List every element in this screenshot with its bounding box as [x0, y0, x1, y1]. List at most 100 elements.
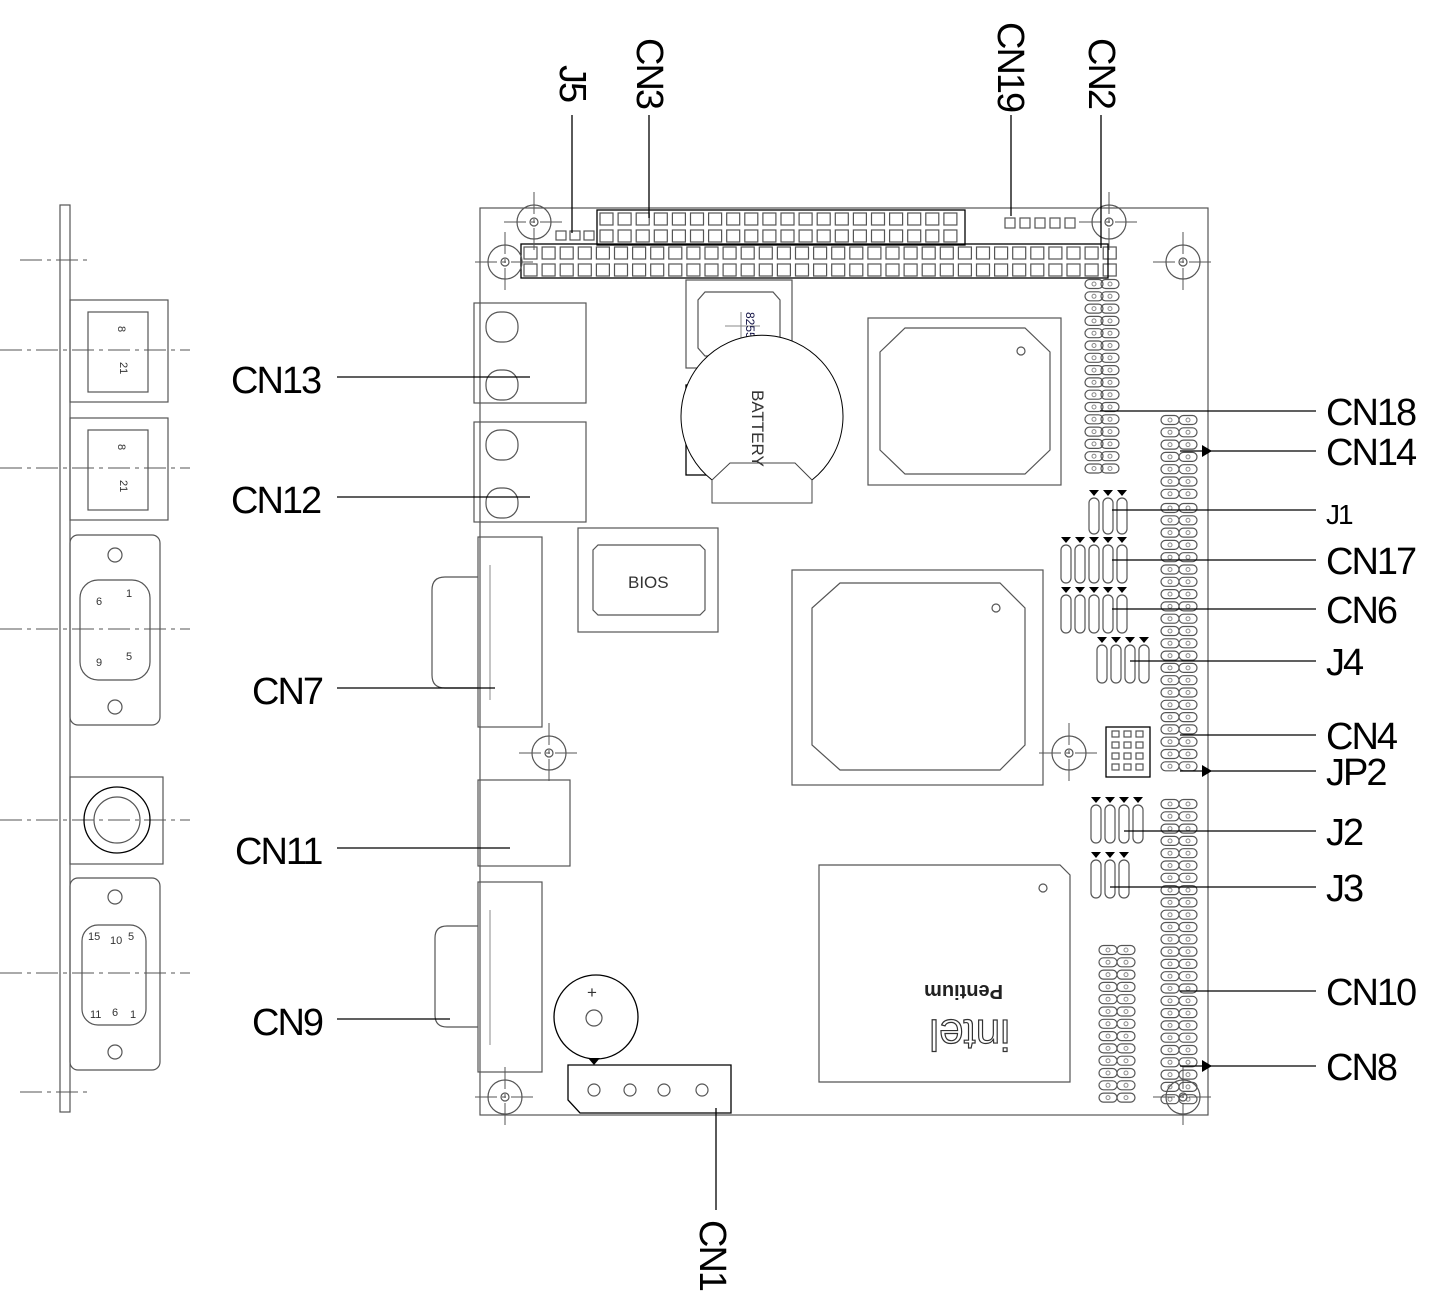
label-cn10: CN10: [1326, 972, 1416, 1014]
battery-label: BATTERY: [748, 390, 767, 467]
jumper-cn6: [1060, 587, 1128, 634]
header-pin: [849, 263, 864, 277]
label-cn13: CN13: [231, 360, 321, 402]
rj45-pin-8-mark: 8: [115, 326, 127, 332]
header-pin: [903, 263, 918, 277]
label-cn17: CN17: [1326, 541, 1416, 583]
header-pin: [707, 229, 723, 243]
ps2-connector-board: [477, 779, 571, 867]
rj45-port-1: 8 21: [69, 299, 169, 403]
header-pin: [939, 263, 954, 277]
header-pin: [870, 212, 886, 226]
header-pin: [722, 246, 737, 260]
cpu-chip: intel Pentium: [818, 864, 1071, 1083]
label-cn2: CN2: [1080, 38, 1122, 109]
header-pin: [653, 212, 668, 226]
header-pin: [653, 229, 668, 243]
rj45-pin-8-mark: 8: [115, 444, 127, 450]
db9-pin-9-mark: 9: [96, 657, 102, 669]
header-pin: [744, 229, 759, 243]
header-pin: [613, 263, 629, 277]
header-pin: [834, 212, 849, 226]
vga-pin-1-mark: 1: [130, 1009, 136, 1021]
label-cn4: CN4: [1326, 716, 1398, 758]
label-cn1: CN1: [691, 1220, 733, 1291]
jumper-j3: [1090, 852, 1130, 899]
header-pin: [1012, 246, 1027, 260]
northbridge-chip: [867, 317, 1062, 486]
header-pin: [559, 246, 574, 260]
label-j1: J1: [1326, 499, 1353, 530]
header-cn17-cn4: [1160, 502, 1198, 772]
board-outline: [479, 207, 1209, 1116]
header-pin: [870, 229, 886, 243]
label-cn12: CN12: [231, 480, 321, 522]
header-pin: [816, 212, 831, 226]
header-pin: [957, 263, 973, 277]
header-pin: [852, 212, 868, 226]
header-pin: [1012, 263, 1027, 277]
header-pin: [577, 246, 592, 260]
vga-pin-10-mark: 10: [110, 935, 122, 947]
header-pin: [704, 246, 719, 260]
header-pin: [798, 229, 813, 243]
header-pin: [776, 246, 792, 260]
header-pin: [541, 246, 556, 260]
header-pin: [704, 263, 719, 277]
label-j5: J5: [551, 65, 593, 102]
header-pin: [943, 229, 958, 243]
rj45-port-2: 8 21: [69, 417, 169, 521]
callouts-top: J5 CN3 CN19 CN2: [551, 22, 1122, 248]
header-pin: [1084, 263, 1099, 277]
header-pin: [1066, 263, 1081, 277]
header-pin: [722, 263, 737, 277]
header-pin: [595, 263, 611, 277]
header-pin: [907, 212, 922, 226]
header-pin: [1030, 246, 1045, 260]
label-cn6: CN6: [1326, 590, 1397, 632]
header-pin: [650, 246, 665, 260]
vga-pin-15-mark: 15: [88, 931, 100, 943]
header-pin: [740, 263, 755, 277]
header-pin: [689, 229, 705, 243]
southbridge-chip: [791, 569, 1044, 786]
cpu-brand: intel: [929, 1010, 1010, 1059]
jumper-j4: [1096, 637, 1150, 684]
header-pin: [740, 246, 755, 260]
jumper-j1: [1088, 490, 1128, 535]
header-pin: [939, 246, 954, 260]
header-pin: [650, 263, 665, 277]
jumper-jp2: [1105, 726, 1151, 778]
header-pin: [831, 246, 846, 260]
jumper-cn17: [1060, 537, 1128, 584]
header-pin: [957, 246, 973, 260]
power-connector: [567, 1058, 732, 1114]
header-pin: [758, 246, 773, 260]
buzzer-plus-mark: +: [587, 983, 597, 1002]
label-cn9: CN9: [252, 1002, 323, 1044]
header-pin: [689, 212, 705, 226]
label-cn3: CN3: [628, 38, 670, 109]
header-pin: [599, 229, 614, 243]
header-pin: [925, 212, 940, 226]
callouts-bottom: CN1: [691, 1108, 733, 1291]
header-pin: [668, 263, 683, 277]
vga-pin-11-mark: 11: [90, 1009, 101, 1021]
header-pin: [671, 212, 687, 226]
header-pin: [849, 246, 864, 260]
header-pin: [780, 212, 795, 226]
header-pin: [617, 229, 632, 243]
header-pin: [686, 246, 701, 260]
header-pin: [1048, 246, 1063, 260]
lan-connector-board: [473, 302, 587, 523]
header-pin: [671, 229, 687, 243]
header-pin: [780, 229, 795, 243]
header-pin: [794, 263, 810, 277]
header-cn14: [1160, 414, 1198, 499]
header-cn10-cn8: [1160, 798, 1198, 1105]
header-pin: [852, 229, 868, 243]
header-pin: [559, 263, 574, 277]
header-pin: [762, 212, 777, 226]
label-cn7: CN7: [252, 671, 323, 713]
